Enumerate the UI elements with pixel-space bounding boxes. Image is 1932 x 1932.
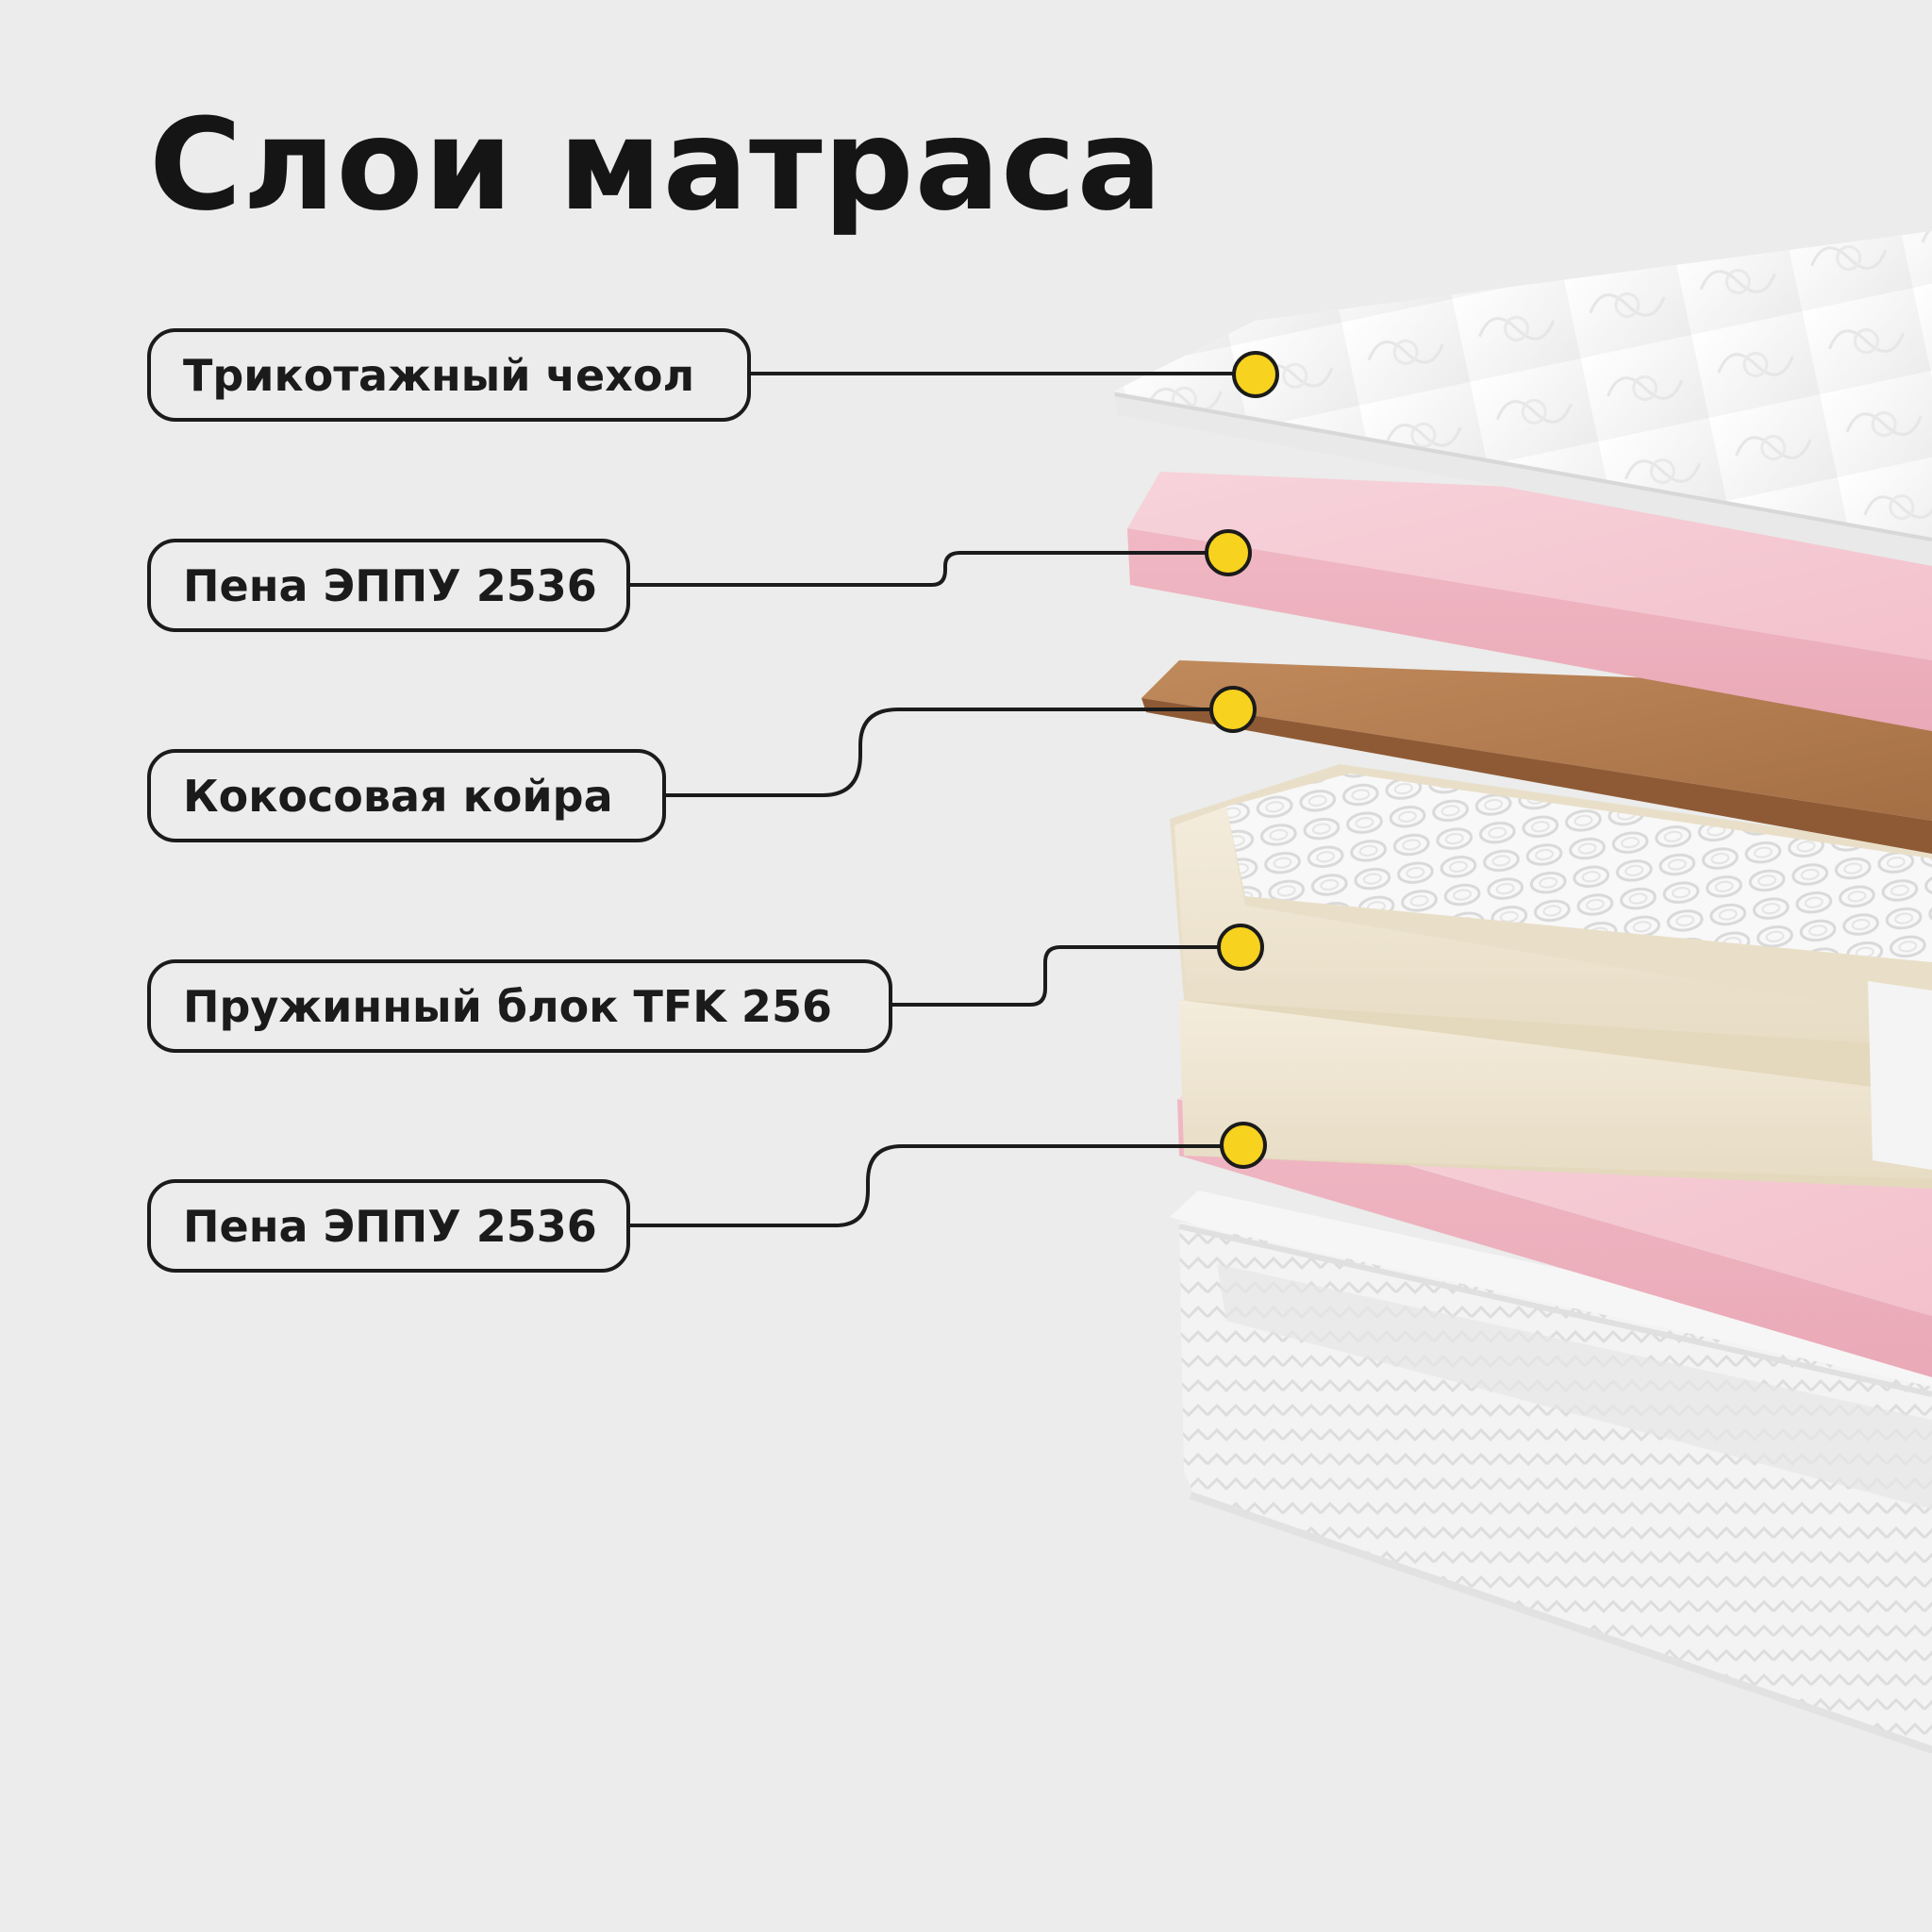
callout-line-foam-top (628, 551, 1228, 587)
coconut-coir-layer (1141, 660, 1932, 854)
knitted-cover-layer (1113, 231, 1932, 566)
layer-label-foam-bottom: Пена ЭППУ 2536 (147, 1179, 630, 1273)
marker-dot-coir (1209, 686, 1257, 733)
marker-dot-foam-bottom (1220, 1122, 1267, 1169)
callout-line-springs (891, 945, 1240, 1007)
callout-markers (1205, 351, 1279, 1169)
layer-label-coir: Кокосовая койра (147, 749, 666, 842)
callout-lines (628, 372, 1257, 1227)
layer-label-cover: Трикотажный чехол (147, 328, 751, 422)
layer-label-foam-top: Пена ЭППУ 2536 (147, 539, 630, 632)
marker-dot-springs (1217, 924, 1264, 971)
layer-label-springs: Пружинный блок TFK 256 (147, 959, 892, 1053)
marker-dot-foam-top (1205, 529, 1252, 576)
callout-line-foam-bottom (628, 1144, 1243, 1227)
page-title: Слои матраса (149, 92, 1163, 239)
mattress-base-cover (1170, 1191, 1932, 1754)
callout-line-coir (664, 708, 1232, 797)
marker-dot-cover (1232, 351, 1279, 398)
spring-block-layer (1170, 764, 1932, 1189)
